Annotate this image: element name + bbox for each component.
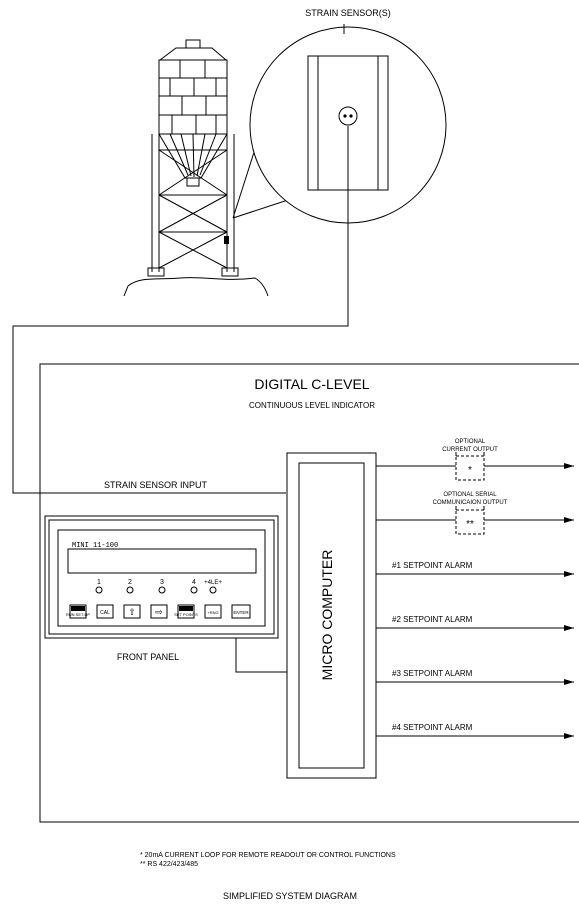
sensor-label: STRAIN SENSOR(S) [305, 8, 391, 18]
setpoints-button[interactable]: SET POINTS [174, 604, 198, 619]
micro-computer: MICRO COMPUTER [286, 452, 377, 779]
system-name: DIGITAL C-LEVEL [254, 376, 369, 392]
front-panel: MINI 11-100 1 2 3 4 +4LE+ RUN SET-UP CAL… [44, 515, 279, 662]
svg-text:COMMUNICAION OUTPUT: COMMUNICAION OUTPUT [433, 500, 508, 506]
computer-label: MICRO COMPUTER [319, 550, 335, 681]
svg-text:#2 SETPOINT ALARM: #2 SETPOINT ALARM [392, 615, 473, 624]
input-label: STRAIN SENSOR INPUT [104, 480, 208, 490]
right-arrow-icon: ⇨ [155, 607, 163, 617]
svg-text:SET POINTS: SET POINTS [174, 612, 198, 617]
led-label-5: +4LE+ [204, 580, 222, 586]
svg-text:ENTER: ENTER [233, 610, 249, 615]
setpoint-alarm-1: #1 SETPOINT ALARM [376, 561, 574, 577]
svg-text:RUN SET-UP: RUN SET-UP [66, 612, 91, 617]
silo-drawing [123, 39, 269, 297]
svg-text:+RNG: +RNG [207, 610, 218, 615]
led-label-1: 1 [97, 579, 101, 586]
setpoint-alarm-3: #3 SETPOINT ALARM [376, 669, 574, 685]
system-subtitle: CONTINUOUS LEVEL INDICATOR [249, 401, 375, 410]
optional-current-output: OPTIONAL CURRENT OUTPUT * [376, 439, 574, 481]
run-setup-button[interactable]: RUN SET-UP [66, 604, 91, 619]
sensor-callout: STRAIN SENSOR(S) [232, 8, 447, 224]
panel-model: MINI 11-100 [72, 542, 118, 550]
led-2-indicator [126, 586, 134, 594]
led-1-indicator [95, 586, 103, 594]
up-arrow-button[interactable]: ⇧ [123, 604, 141, 619]
led-5-indicator [209, 586, 217, 594]
panel-link-wire [235, 638, 287, 673]
diagram-title: SIMPLIFIED SYSTEM DIAGRAM [223, 891, 357, 901]
led-4-indicator [190, 586, 198, 594]
range-button[interactable]: +RNG [204, 604, 222, 619]
footnote-2: ** RS 422/423/485 [140, 861, 198, 868]
svg-text:*: * [468, 465, 472, 476]
led-label-4: 4 [192, 579, 196, 586]
setpoint-alarm-4: #4 SETPOINT ALARM [376, 723, 574, 739]
led-3-indicator [158, 586, 166, 594]
cal-button[interactable]: CAL [96, 604, 114, 619]
setpoint-alarm-2: #2 SETPOINT ALARM [376, 615, 574, 631]
enter-button[interactable]: ENTER [231, 604, 251, 619]
svg-text:#3 SETPOINT ALARM: #3 SETPOINT ALARM [392, 669, 473, 678]
led-label-2: 2 [128, 579, 132, 586]
front-panel-label: FRONT PANEL [117, 652, 179, 662]
up-arrow-icon: ⇧ [128, 607, 136, 617]
svg-text:**: ** [466, 519, 474, 530]
display-window [67, 548, 257, 574]
svg-text:CURRENT OUTPUT: CURRENT OUTPUT [442, 447, 498, 453]
svg-text:#1 SETPOINT ALARM: #1 SETPOINT ALARM [392, 561, 473, 570]
svg-text:OPTIONAL SERIAL: OPTIONAL SERIAL [443, 492, 497, 498]
svg-text:#4 SETPOINT ALARM: #4 SETPOINT ALARM [392, 723, 473, 732]
strain-sensor-icon [338, 106, 358, 126]
sensor-wire [12, 126, 349, 494]
svg-text:OPTIONAL: OPTIONAL [455, 439, 486, 445]
led-label-3: 3 [160, 579, 164, 586]
svg-text:CAL: CAL [100, 610, 110, 616]
optional-serial-output: OPTIONAL SERIAL COMMUNICAION OUTPUT ** [376, 492, 574, 535]
digital-c-level-enclosure: DIGITAL C-LEVEL CONTINUOUS LEVEL INDICAT… [39, 363, 579, 823]
right-arrow-button[interactable]: ⇨ [150, 604, 168, 619]
footnote-1: * 20mA CURRENT LOOP FOR REMOTE READOUT O… [140, 852, 396, 859]
